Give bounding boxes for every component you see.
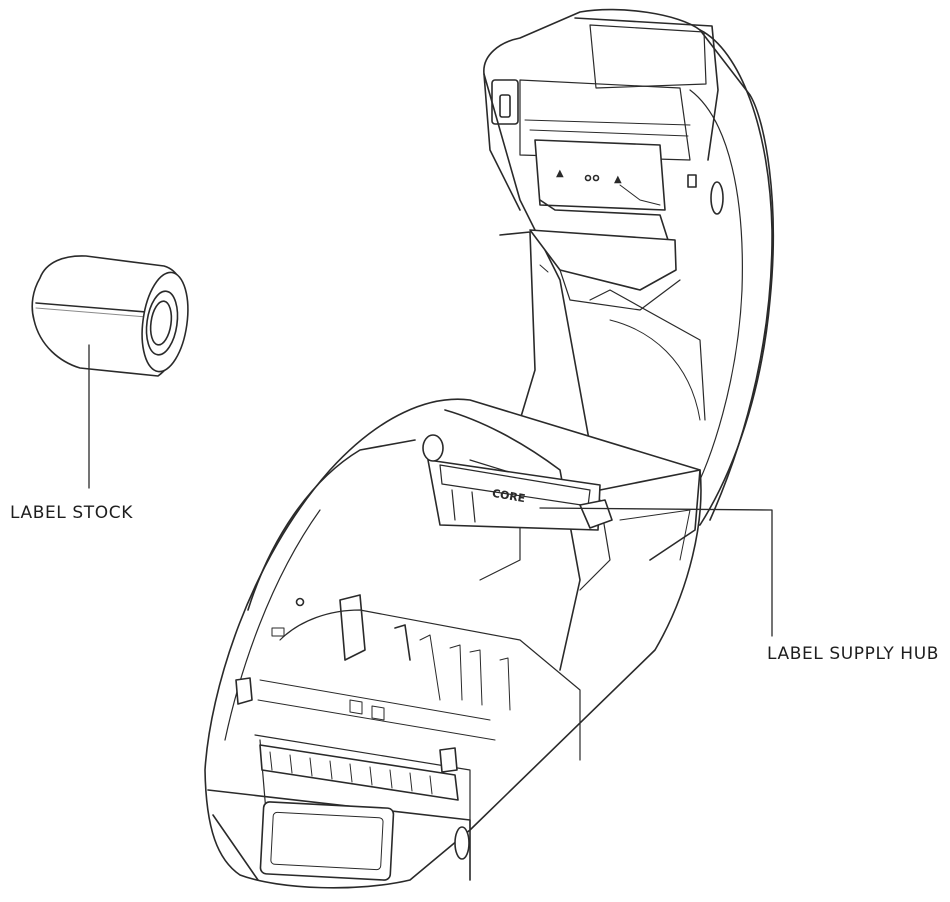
svg-text:▲: ▲ bbox=[556, 168, 564, 179]
front-window bbox=[259, 801, 395, 881]
label-supply-hub-callout: LABEL SUPPLY HUB bbox=[767, 644, 939, 664]
svg-text:▲: ▲ bbox=[614, 174, 622, 185]
label-supply-hub: CORE bbox=[422, 434, 613, 531]
label-stock-roll bbox=[31, 255, 189, 377]
label-stock-callout: LABEL STOCK bbox=[10, 503, 133, 523]
roll-end-face bbox=[141, 271, 189, 373]
core-text: CORE bbox=[491, 487, 526, 506]
roll-core-inner bbox=[149, 300, 173, 346]
label-supply-hub-leader-line bbox=[539, 507, 773, 637]
printer-lid: ▲ ▲ bbox=[483, 8, 774, 531]
platen-roller bbox=[259, 744, 459, 801]
roll-core-outer bbox=[145, 290, 179, 356]
